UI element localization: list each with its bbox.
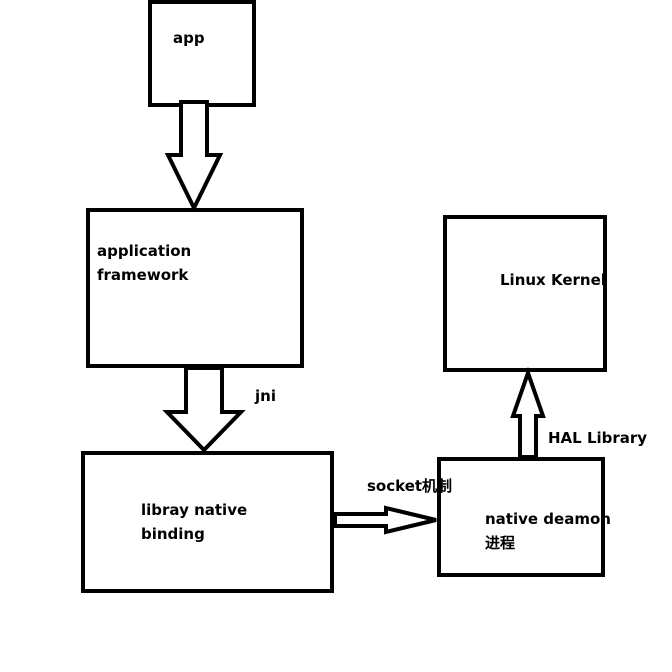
hal-library-label: HAL Library — [548, 426, 647, 450]
library-native-binding-label: libray native binding — [141, 498, 247, 546]
socket-label-text: socket机制 — [367, 477, 453, 495]
app-label-text: app — [173, 29, 205, 47]
deamon-to-kernel-arrow — [510, 366, 546, 459]
application-framework-label: application framework — [97, 239, 191, 287]
binding-to-deamon-arrow — [333, 505, 437, 535]
linux-kernel-label-text: Linux Kernel — [500, 271, 606, 289]
app-box — [148, 0, 256, 107]
library-native-binding-label-line1: libray native — [141, 501, 248, 519]
jni-label-text: jni — [255, 387, 276, 405]
linux-kernel-box — [443, 215, 607, 372]
jni-label: jni — [255, 384, 276, 408]
library-native-binding-label-line2: binding — [141, 525, 205, 543]
application-framework-label-line2: framework — [97, 266, 189, 284]
app-to-framework-arrow — [164, 100, 224, 213]
linux-kernel-label: Linux Kernel — [500, 268, 606, 292]
application-framework-box — [86, 208, 304, 368]
framework-to-binding-arrow — [162, 366, 246, 453]
native-deamon-label: native deamon 进程 — [485, 507, 611, 555]
socket-label: socket机制 — [367, 474, 452, 498]
library-native-binding-box — [81, 451, 334, 593]
application-framework-label-line1: application — [97, 242, 192, 260]
native-deamon-label-line1: native deamon — [485, 510, 611, 528]
app-label: app — [173, 26, 205, 50]
native-deamon-label-line2: 进程 — [485, 534, 516, 552]
hal-library-label-text: HAL Library — [548, 429, 648, 447]
